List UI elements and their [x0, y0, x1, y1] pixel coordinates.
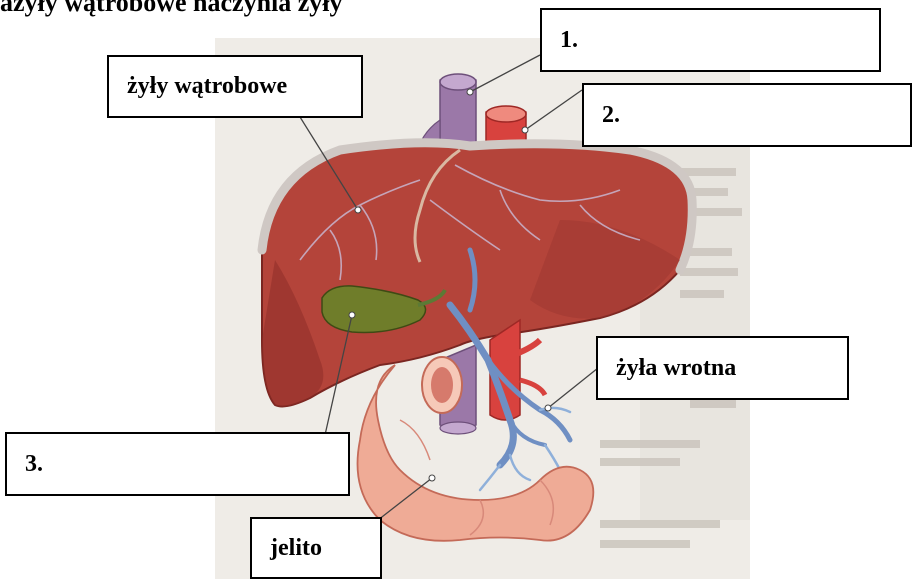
label-1-text: 1.	[560, 27, 578, 54]
label-box-3[interactable]: 3.	[5, 432, 350, 496]
label-box-1[interactable]: 1.	[540, 8, 881, 72]
label-box-2[interactable]: 2.	[582, 83, 912, 147]
label-intestine-text: jelito	[270, 535, 322, 562]
label-2-text: 2.	[602, 102, 620, 129]
label-portal-vein-text: żyła wrotna	[616, 355, 736, 382]
label-hepatic-veins-text: żyły wątrobowe	[127, 73, 287, 100]
label-box-portal-vein: żyła wrotna	[596, 336, 849, 400]
label-3-text: 3.	[25, 451, 43, 478]
label-box-hepatic-veins: żyły wątrobowe	[107, 55, 363, 118]
label-box-intestine: jelito	[250, 517, 382, 579]
